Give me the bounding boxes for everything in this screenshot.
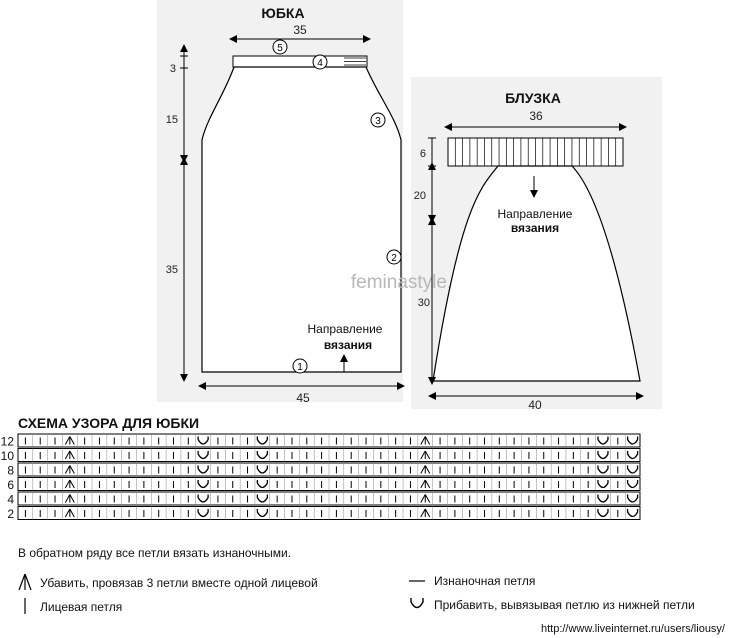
blouse-title: БЛУЗКА: [505, 90, 561, 106]
blouse-body-outline: [432, 165, 641, 382]
increase-stitch: [626, 465, 639, 474]
blouse-diagram: БЛУЗКА 36 6 20 30 40 Направление вязан: [414, 90, 644, 412]
decrease-stitch: [420, 508, 431, 518]
skirt-lower-height-label: 35: [166, 264, 178, 276]
increase-stitch: [626, 451, 639, 460]
increase-stitch: [256, 480, 269, 489]
pattern-row: [17, 477, 641, 491]
svg-text:2: 2: [391, 253, 397, 264]
svg-text:3: 3: [375, 116, 381, 127]
svg-text:4: 4: [317, 58, 323, 69]
increase-stitch: [597, 451, 609, 460]
increase-stitch: [626, 509, 639, 518]
pattern-title: СХЕМА УЗОРА ДЛЯ ЮБКИ: [18, 415, 199, 431]
skirt-upper-height-label: 15: [166, 114, 178, 126]
pattern-row-label: 10: [1, 449, 15, 463]
pattern-row-label: 6: [7, 478, 14, 492]
decrease-stitch: [420, 436, 431, 445]
pattern-row: [17, 506, 641, 520]
svg-text:1: 1: [297, 362, 303, 373]
pattern-grid: [17, 433, 641, 520]
decrease-stitch: [420, 450, 431, 460]
increase-stitch: [197, 451, 209, 460]
blouse-band-height-label: 6: [420, 148, 426, 160]
decrease-stitch: [420, 465, 431, 474]
legend: Убавить, провязав 3 петли вместе одной л…: [18, 573, 695, 614]
increase-stitch: [197, 494, 209, 503]
skirt-marker-3: 3: [370, 112, 386, 128]
skirt-top-width-label: 35: [293, 23, 307, 37]
skirt-title: ЮБКА: [261, 5, 304, 21]
increase-stitch: [597, 480, 609, 489]
legend-increase-text: Прибавить, вывязывая петлю из нижней пет…: [434, 598, 695, 612]
skirt-marker-4: 4: [312, 54, 328, 70]
decrease-stitch: [64, 465, 75, 474]
increase-stitch: [597, 465, 609, 474]
blouse-direction-line2: вязания: [511, 221, 559, 235]
increase-stitch: [256, 509, 269, 518]
pattern-row: [17, 491, 641, 506]
skirt-direction-line1: Направление: [308, 322, 383, 336]
decrease-stitch: [64, 508, 75, 518]
skirt-diagram: ЮБКА 35 3 15 35 45: [166, 5, 405, 405]
increase-stitch: [256, 436, 269, 445]
pattern-row: [17, 462, 641, 477]
skirt-waistband-height-label: 3: [170, 63, 176, 75]
pattern-row-label: 8: [7, 464, 14, 478]
svg-text:5: 5: [277, 43, 283, 54]
skirt-direction-line2: вязания: [324, 338, 372, 352]
pattern-row: [17, 433, 641, 448]
blouse-top-width-label: 36: [529, 109, 543, 123]
increase-stitch: [626, 480, 639, 489]
legend-knit-text: Лицевая петля: [40, 600, 122, 614]
increase-stitch: [597, 436, 609, 445]
decrease-stitch: [420, 494, 431, 503]
blouse-direction-line1: Направление: [498, 207, 573, 221]
pattern-row-label: 4: [7, 493, 14, 507]
blouse-lower-height-label: 30: [418, 297, 430, 309]
increase-stitch: [256, 451, 269, 460]
legend-decrease-text: Убавить, провязав 3 петли вместе одной л…: [40, 576, 318, 590]
pattern-note: В обратном ряду все петли вязать изнаноч…: [18, 546, 291, 560]
pattern-row: [17, 448, 641, 462]
legend-decrease-symbol: [18, 573, 32, 591]
increase-stitch: [597, 494, 609, 503]
legend-purl-text: Изнаночная петля: [434, 574, 535, 588]
increase-stitch: [626, 494, 639, 503]
decrease-stitch: [64, 479, 75, 489]
pattern-row-label: 2: [7, 507, 14, 521]
skirt-marker-1: 1: [292, 358, 308, 374]
decrease-stitch: [64, 494, 75, 503]
increase-stitch: [197, 436, 209, 445]
footer-url: http://www.liveinternet.ru/users/liousy/: [541, 623, 726, 635]
increase-stitch: [197, 465, 209, 474]
decrease-stitch: [64, 450, 75, 460]
pattern-row-label: 12: [1, 435, 15, 449]
blouse-band-ribs: [454, 138, 617, 166]
skirt-marker-2: 2: [386, 249, 402, 265]
increase-stitch: [597, 509, 609, 518]
blouse-upper-height-label: 20: [414, 190, 426, 202]
increase-stitch: [626, 436, 639, 445]
decrease-stitch: [64, 436, 75, 445]
increase-stitch: [256, 465, 269, 474]
increase-stitch: [197, 509, 209, 518]
skirt-marker-5: 5: [272, 39, 288, 55]
increase-stitch: [256, 494, 269, 503]
decrease-stitch: [420, 479, 431, 489]
watermark: feminastyle.ru: [351, 272, 469, 293]
increase-stitch: [197, 480, 209, 489]
skirt-bottom-width-label: 45: [296, 391, 310, 405]
blouse-bottom-width-label: 40: [528, 398, 542, 412]
legend-increase-symbol: [410, 598, 424, 609]
